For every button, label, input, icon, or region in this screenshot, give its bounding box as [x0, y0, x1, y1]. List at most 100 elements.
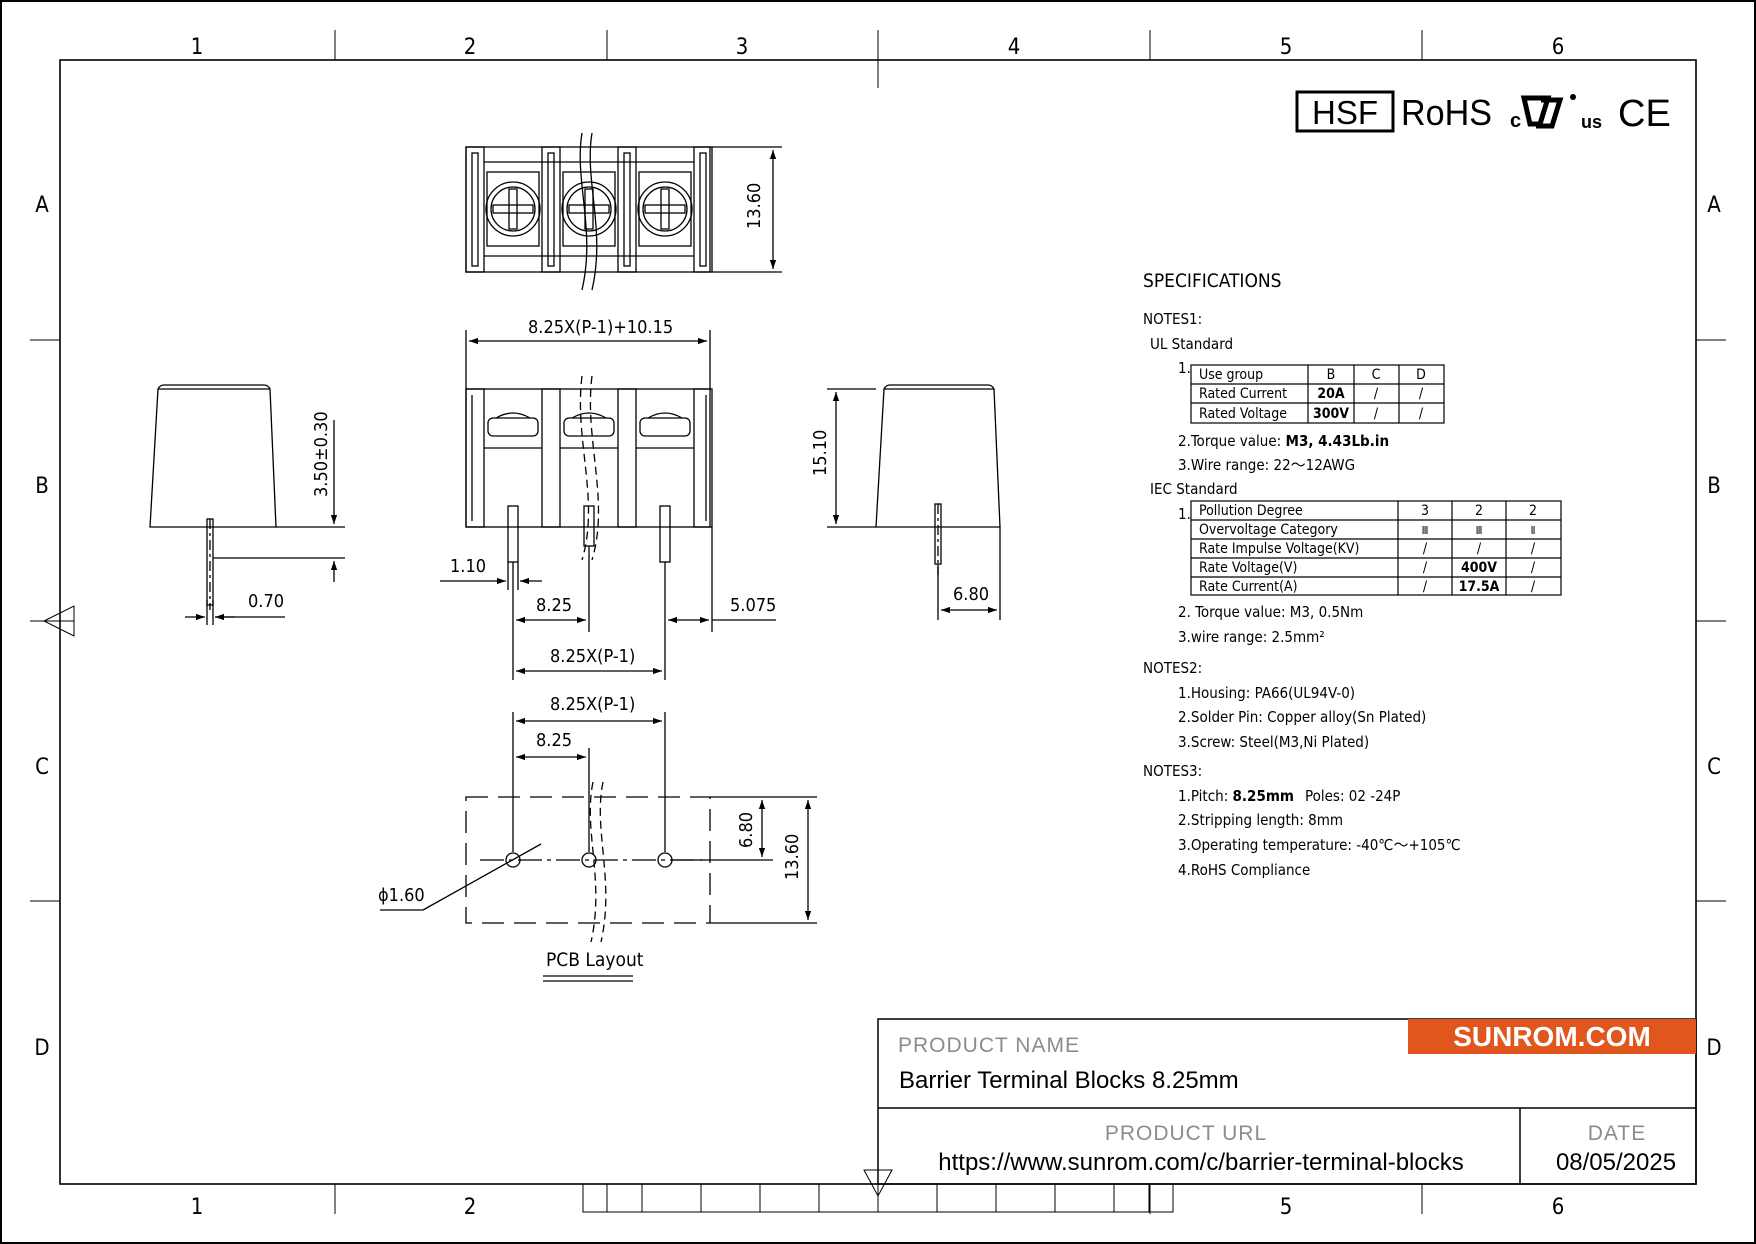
ul-rating-table: Use group B C D Rated Current 20A / / Ra… [1190, 364, 1445, 424]
product-name: Barrier Terminal Blocks 8.25mm [899, 1067, 1239, 1094]
dim-pitch-pcb: 8.25 [536, 730, 572, 751]
ul-item-number: 1. [1178, 359, 1191, 377]
iec-table-cell: Rate Voltage(V) [1199, 560, 1297, 576]
notes1-label: NOTES1: [1143, 310, 1202, 328]
row-label-b: B [35, 474, 49, 499]
brand-banner [1408, 1019, 1696, 1054]
bottom-col-label-1: 1 [191, 1195, 204, 1220]
dim-overall-width: 8.25X(P-1)+10.15 [528, 317, 673, 338]
iec-table-cell: 400V [1461, 560, 1497, 576]
product-name-label: PRODUCT NAME [898, 1034, 1080, 1057]
dim-pitch-span-pcb: 8.25X(P-1) [550, 694, 635, 715]
top-view [465, 132, 782, 291]
iec-table-cell: Rate Impulse Voltage(KV) [1199, 541, 1359, 557]
dim-footprint-height-pcb: 13.60 [782, 834, 803, 880]
ul-table-cell: 300V [1313, 406, 1349, 422]
row-label-d: D [34, 1036, 49, 1061]
dim-pin-offset-side: 6.80 [953, 584, 989, 605]
iec-table-cell: 17.5A [1459, 579, 1500, 595]
notes2-item: 1.Housing: PA66(UL94V-0) [1178, 684, 1355, 702]
svg-text:c: c [1510, 110, 1521, 132]
col-label-2: 2 [464, 35, 477, 60]
poles-spec: Poles: 02 -24P [1305, 787, 1400, 805]
ul-wire-range: 3.Wire range: 22〜12AWG [1178, 456, 1355, 474]
notes3-label: NOTES3: [1143, 762, 1202, 780]
dim-edge-offset: 5.075 [730, 595, 776, 616]
screw-2 [561, 171, 617, 247]
iec-rating-table: Pollution Degree 3 2 2 Overvoltage Categ… [1190, 500, 1562, 596]
ul-table-cell: Use group [1199, 367, 1263, 383]
iec-table-cell: Ⅱ [1531, 524, 1536, 537]
date-value: 08/05/2025 [1556, 1149, 1676, 1176]
ul-torque: 2.Torque value: M3, 4.43Lb.in [1178, 432, 1389, 450]
row-label-b-right: B [1707, 474, 1721, 499]
ul-mark-icon: c us [1510, 94, 1602, 132]
dim-body-height: 15.10 [810, 430, 831, 476]
iec-table-cell: / [1477, 541, 1482, 557]
dim-hole-offset-pcb: 6.80 [736, 812, 757, 848]
date-label: DATE [1588, 1122, 1646, 1145]
ul-table-cell: / [1374, 406, 1379, 422]
svg-text:us: us [1581, 112, 1602, 132]
col-label-6: 6 [1552, 35, 1565, 60]
screw-1 [485, 171, 541, 247]
ce-mark-icon: CE [1618, 93, 1671, 135]
ul-table-cell: Rated Voltage [1199, 406, 1287, 422]
row-label-a: A [35, 193, 49, 218]
right-side-view [827, 384, 1001, 620]
iec-table-cell: 2 [1529, 503, 1537, 519]
notes3-item: 3.Operating temperature: -40℃〜+105℃ [1178, 836, 1461, 854]
row-label-a-right: A [1707, 193, 1721, 218]
brand-logo: SUNROM.COM [1453, 1021, 1651, 1052]
notes2-item: 2.Solder Pin: Copper alloy(Sn Plated) [1178, 708, 1426, 726]
specs-title: SPECIFICATIONS [1143, 270, 1282, 292]
col-label-3: 3 [736, 35, 749, 60]
iec-table-cell: Pollution Degree [1199, 503, 1303, 519]
notes3-item: 4.RoHS Compliance [1178, 861, 1310, 879]
col-label-1: 1 [191, 35, 204, 60]
iec-table-cell: / [1423, 560, 1428, 576]
ul-table-cell: / [1419, 406, 1424, 422]
dim-pin-width: 1.10 [450, 556, 486, 577]
product-url[interactable]: https://www.sunrom.com/c/barrier-termina… [938, 1149, 1463, 1176]
dim-pin-thickness: 0.70 [248, 591, 284, 612]
ul-table-cell: 20A [1317, 386, 1345, 402]
iec-item-number: 1. [1178, 505, 1191, 523]
iec-table-cell: Overvoltage Category [1199, 522, 1338, 538]
front-view [440, 330, 776, 680]
product-url-label: PRODUCT URL [1105, 1122, 1267, 1145]
ul-standard-label: UL Standard [1150, 335, 1233, 353]
iec-standard-label: IEC Standard [1150, 480, 1238, 498]
title-block [877, 1018, 1697, 1185]
col-label-4: 4 [1008, 35, 1021, 60]
iec-torque: 2. Torque value: M3, 0.5Nm [1178, 603, 1363, 621]
notes2-item: 3.Screw: Steel(M3,Ni Plated) [1178, 733, 1369, 751]
left-side-view [149, 384, 345, 625]
iec-table-cell: / [1423, 541, 1428, 557]
ul-table-cell: D [1416, 367, 1426, 383]
row-label-d-right: D [1706, 1036, 1721, 1061]
pitch-spec: 1.Pitch: 8.25mm [1178, 787, 1294, 805]
col-label-5: 5 [1280, 35, 1293, 60]
dim-pitch-front: 8.25 [536, 595, 572, 616]
pcb-layout-label: PCB Layout [546, 949, 644, 971]
dim-hole-diameter: ϕ1.60 [378, 885, 425, 906]
iec-table-cell: Ⅲ [1476, 524, 1483, 537]
dim-pitch-span-front: 8.25X(P-1) [550, 646, 635, 667]
iec-table-cell: Ⅲ [1422, 524, 1429, 537]
iec-table-cell: 3 [1421, 503, 1429, 519]
screw-3 [637, 171, 693, 247]
bottom-col-label-5: 5 [1280, 1195, 1293, 1220]
notes3-item: 2.Stripping length: 8mm [1178, 811, 1343, 829]
rohs-logo: RoHS [1401, 92, 1492, 133]
iec-table-cell: Rate Current(A) [1199, 579, 1298, 595]
bottom-col-label-6: 6 [1552, 1195, 1565, 1220]
ul-table-cell: Rated Current [1199, 386, 1287, 402]
row-label-c: C [35, 755, 49, 780]
ul-table-cell: / [1419, 386, 1424, 402]
iec-table-cell: / [1531, 560, 1536, 576]
certification-logos: HSF RoHS c us CE [1295, 90, 1671, 135]
iec-table-cell: / [1531, 579, 1536, 595]
row-label-c-right: C [1707, 755, 1721, 780]
